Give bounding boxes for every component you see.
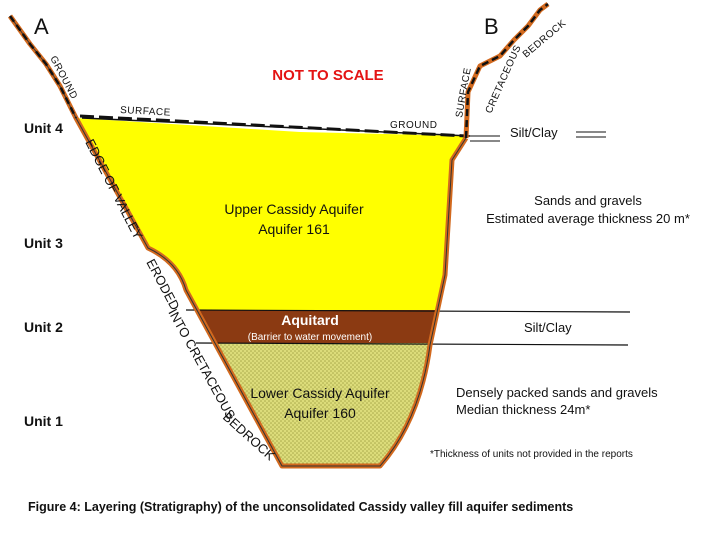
unit1-description-1: Densely packed sands and gravels	[456, 385, 658, 400]
unit3-description-2: Estimated average thickness 20 m*	[486, 211, 690, 226]
ground-center-label: GROUND	[390, 120, 437, 131]
aquitard-bottom-line	[195, 342, 629, 346]
unit-3-label: Unit 3	[24, 235, 63, 251]
lower-aquifer-name: Lower Cassidy Aquifer	[250, 385, 390, 401]
right-bank-dashed	[464, 3, 549, 139]
aquitard-sub: (Barrier to water movement)	[248, 332, 372, 343]
surface-left-label: SURFACE	[120, 105, 171, 119]
surface-right-label: SURFACE	[454, 67, 474, 119]
figure-caption: Figure 4: Layering (Stratigraphy) of the…	[28, 500, 573, 514]
lower-aquifer-layer	[76, 343, 470, 466]
unit-4-label: Unit 4	[24, 120, 63, 136]
corner-a-label: A	[34, 14, 49, 39]
unit4-description: Silt/Clay	[510, 125, 558, 140]
aquitard-top-line	[185, 309, 631, 313]
unit2-description: Silt/Clay	[524, 320, 572, 335]
unit-2-label: Unit 2	[24, 319, 63, 335]
unit-1-label: Unit 1	[24, 413, 63, 429]
upper-aquifer-id: Aquifer 161	[258, 221, 330, 237]
valley-edge-inner	[9, 15, 467, 467]
ground-surface-line	[79, 114, 467, 138]
corner-b-label: B	[484, 14, 499, 39]
unit1-description-2: Median thickness 24m*	[456, 402, 590, 417]
footnote: *Thickness of units not provided in the …	[430, 449, 633, 460]
lower-aquifer-id: Aquifer 160	[284, 405, 356, 421]
unit3-description-1: Sands and gravels	[534, 193, 642, 208]
valley-fill	[76, 118, 470, 466]
upper-aquifer-name: Upper Cassidy Aquifer	[224, 201, 364, 217]
aquitard-name: Aquitard	[281, 312, 339, 328]
left-bank-dashed	[8, 15, 78, 119]
not-to-scale-label: NOT TO SCALE	[272, 67, 383, 84]
